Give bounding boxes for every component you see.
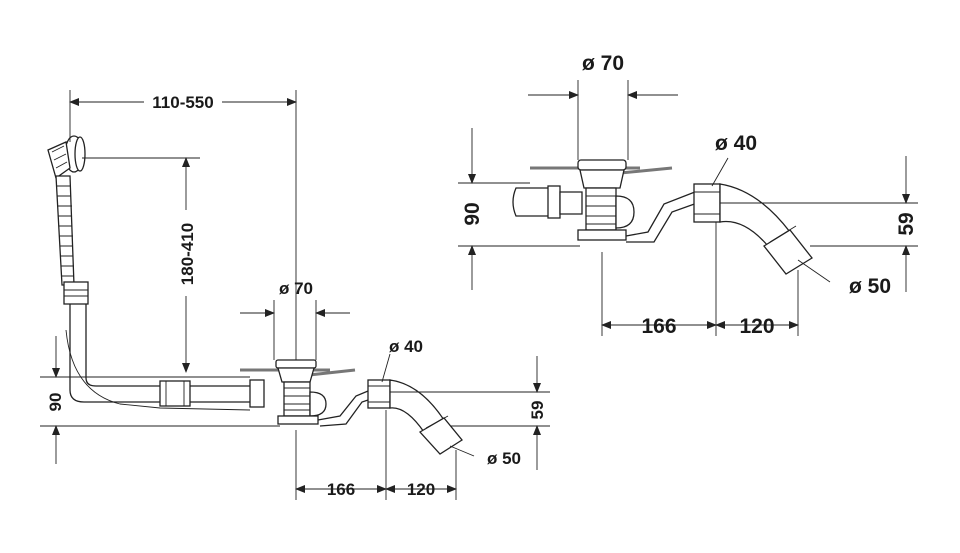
flexible-hose [55, 175, 75, 286]
dim-overflow-horizontal: 110-550 [152, 93, 213, 112]
dim-pipe-inlet: ø 40 [389, 337, 423, 356]
overflow-pipe [63, 281, 265, 411]
dim-height-left-right: 90 [461, 202, 484, 225]
dim-offset-2: 120 [407, 480, 435, 499]
dim-height-right: 59 [528, 401, 547, 420]
left-view: 110-550 180-410 ø 70 ø 40 ø 50 90 59 166… [40, 90, 550, 500]
dim-overflow-vertical: 180-410 [178, 223, 197, 285]
dim-offset-2-right: 120 [739, 315, 774, 338]
drain-valve [240, 359, 381, 427]
left-dimensions [40, 90, 550, 500]
outlet-elbow [367, 379, 463, 455]
dim-offset-1-right: 166 [641, 315, 676, 338]
overflow-head [47, 135, 86, 180]
dim-pipe-inlet-right: ø 40 [715, 132, 757, 155]
dim-drain-diameter-right: ø 70 [582, 52, 624, 75]
right-dimensions [458, 80, 918, 336]
dim-pipe-outlet-right: ø 50 [849, 275, 891, 298]
pipe-stub [512, 185, 583, 219]
dim-offset-1: 166 [327, 480, 355, 499]
dim-height-right-right: 59 [895, 212, 918, 235]
dim-height-left: 90 [46, 393, 65, 412]
dim-pipe-outlet: ø 50 [487, 449, 521, 468]
outlet-elbow-right [693, 183, 813, 275]
drain-valve-right [530, 159, 701, 243]
right-view: ø 70 ø 40 ø 50 90 59 166 120 [458, 52, 918, 338]
dim-drain-diameter: ø 70 [279, 279, 313, 298]
